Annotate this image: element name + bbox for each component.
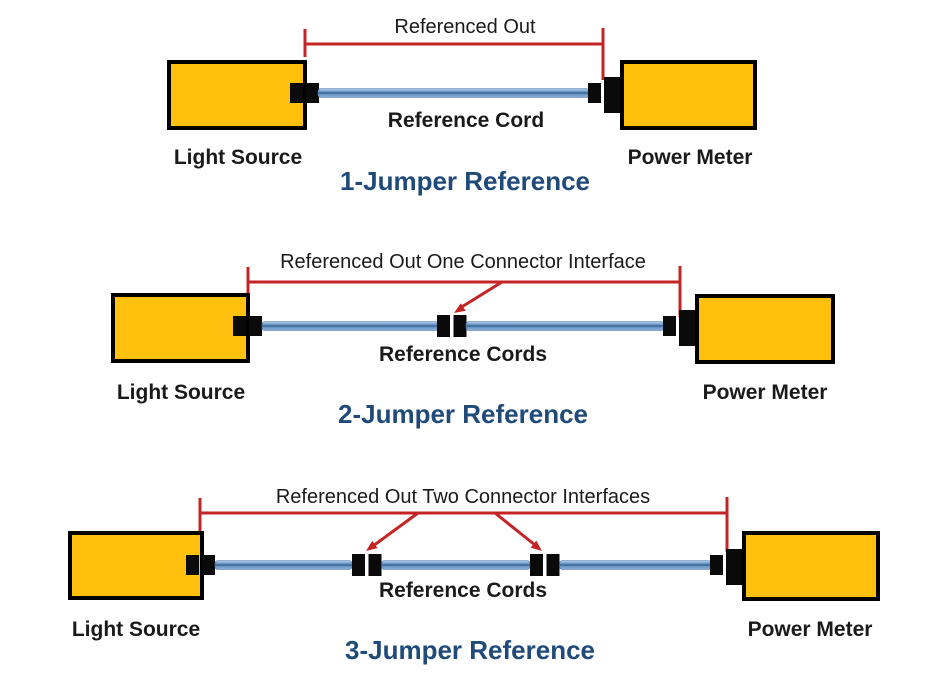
reference-cord (381, 560, 531, 570)
dimension-caption: Referenced Out One Connector Interface (280, 251, 646, 273)
callout-arrow-line (494, 511, 536, 547)
reference-cord (261, 321, 439, 331)
connector-block (202, 555, 215, 575)
connector-adapter-block (604, 77, 622, 113)
reference-cord (559, 560, 712, 570)
connector-block (306, 83, 319, 103)
light-source-label: Light Source (174, 146, 302, 169)
cord-label: Reference Cord (388, 109, 544, 132)
cord-label: Reference Cords (379, 343, 547, 366)
power-meter-box (742, 531, 880, 601)
power-meter-box (695, 294, 835, 364)
mid-connector-block (530, 554, 543, 576)
cord-label: Reference Cords (379, 579, 547, 602)
panel-3-jumper: Referenced Out Two Connector Interfaces … (68, 486, 880, 665)
panel-1-jumper: Referenced Out Reference Cord Light Sour… (167, 16, 757, 196)
light-source-box (111, 293, 250, 363)
light-source-label: Light Source (72, 618, 200, 641)
callout-arrowhead (454, 303, 466, 313)
reference-cord (214, 560, 353, 570)
mid-connector-block (437, 315, 450, 337)
connector-block (249, 316, 262, 336)
connector-adapter-block (726, 549, 744, 585)
connector-block (290, 83, 303, 103)
callout-arrow-line (372, 511, 419, 548)
connector-adapter-block (679, 310, 697, 346)
dimension-caption: Referenced Out Two Connector Interfaces (276, 486, 650, 508)
connector-block (663, 316, 676, 336)
callout-arrowhead (366, 540, 378, 551)
power-meter-box (620, 60, 757, 130)
connector-block (233, 316, 246, 336)
light-source-box (68, 531, 204, 600)
power-meter-label: Power Meter (703, 381, 828, 404)
panel-title: 2-Jumper Reference (338, 399, 588, 429)
mid-connector-block (352, 554, 365, 576)
connector-block (710, 555, 723, 575)
power-meter-label: Power Meter (628, 146, 753, 169)
dimension-caption: Referenced Out (394, 16, 536, 38)
power-meter-label: Power Meter (748, 618, 873, 641)
reference-cord (317, 88, 590, 98)
panel-title: 3-Jumper Reference (345, 635, 595, 665)
callout-arrowhead (530, 540, 542, 551)
connector-block (186, 555, 199, 575)
panel-title: 1-Jumper Reference (340, 166, 590, 196)
mid-connector-block (546, 554, 560, 576)
light-source-box (167, 60, 307, 130)
reference-cord (465, 321, 665, 331)
panel-2-jumper: Referenced Out One Connector Interface R… (111, 251, 835, 429)
light-source-label: Light Source (117, 381, 245, 404)
mid-connector-block (368, 554, 382, 576)
callout-arrow-line (459, 280, 503, 310)
mid-connector-block (453, 315, 467, 337)
connector-block (588, 83, 601, 103)
